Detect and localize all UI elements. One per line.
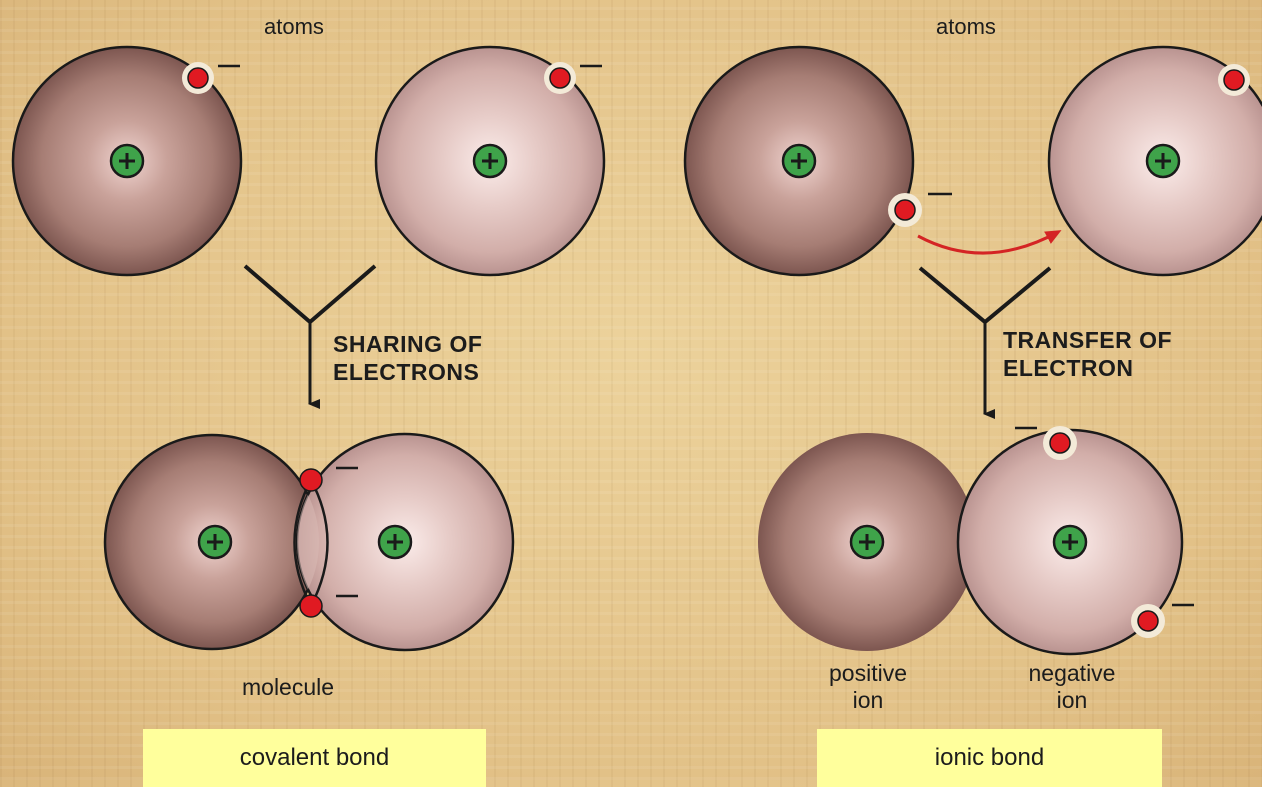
negative-ion — [958, 426, 1194, 654]
positive-ion — [758, 433, 976, 651]
ionic-atom-right — [1049, 47, 1262, 275]
nucleus-plus-icon — [851, 526, 883, 558]
covalent-process-line-2: ELECTRONS — [333, 358, 482, 386]
nucleus-plus-icon — [783, 145, 815, 177]
nucleus-plus-icon — [1054, 526, 1086, 558]
nucleus-plus-icon — [199, 526, 231, 558]
covalent-molecule — [105, 434, 513, 650]
molecule-label: molecule — [242, 674, 334, 701]
covalent-process-line-1: SHARING OF — [333, 330, 482, 358]
electron-icon — [1218, 64, 1250, 96]
ionic-process-line-1: TRANSFER OF — [1003, 326, 1172, 354]
negative-ion-line-1: negative — [1000, 660, 1144, 687]
electron-icon — [1131, 604, 1194, 638]
nucleus-plus-icon — [474, 145, 506, 177]
nucleus-plus-icon — [111, 145, 143, 177]
ionic-bond-box: ionic bond — [817, 729, 1162, 787]
nucleus-plus-icon — [379, 526, 411, 558]
positive-ion-label: positive ion — [800, 660, 936, 714]
transfer-arrow — [918, 232, 1058, 253]
covalent-atoms-label: atoms — [264, 14, 324, 40]
ionic-atom-left — [685, 47, 952, 275]
positive-ion-line-2: ion — [800, 687, 936, 714]
negative-ion-line-2: ion — [1000, 687, 1144, 714]
ionic-process-label: TRANSFER OF ELECTRON — [1003, 326, 1172, 382]
ionic-atoms-label: atoms — [936, 14, 996, 40]
negative-ion-label: negative ion — [1000, 660, 1144, 714]
covalent-bond-box: covalent bond — [143, 729, 486, 787]
positive-ion-line-1: positive — [800, 660, 936, 687]
covalent-process-label: SHARING OF ELECTRONS — [333, 330, 482, 386]
ionic-process-line-2: ELECTRON — [1003, 354, 1172, 382]
covalent-atom-left — [13, 47, 241, 275]
electron-icon — [888, 193, 952, 227]
covalent-atom-right — [376, 47, 604, 275]
nucleus-plus-icon — [1147, 145, 1179, 177]
